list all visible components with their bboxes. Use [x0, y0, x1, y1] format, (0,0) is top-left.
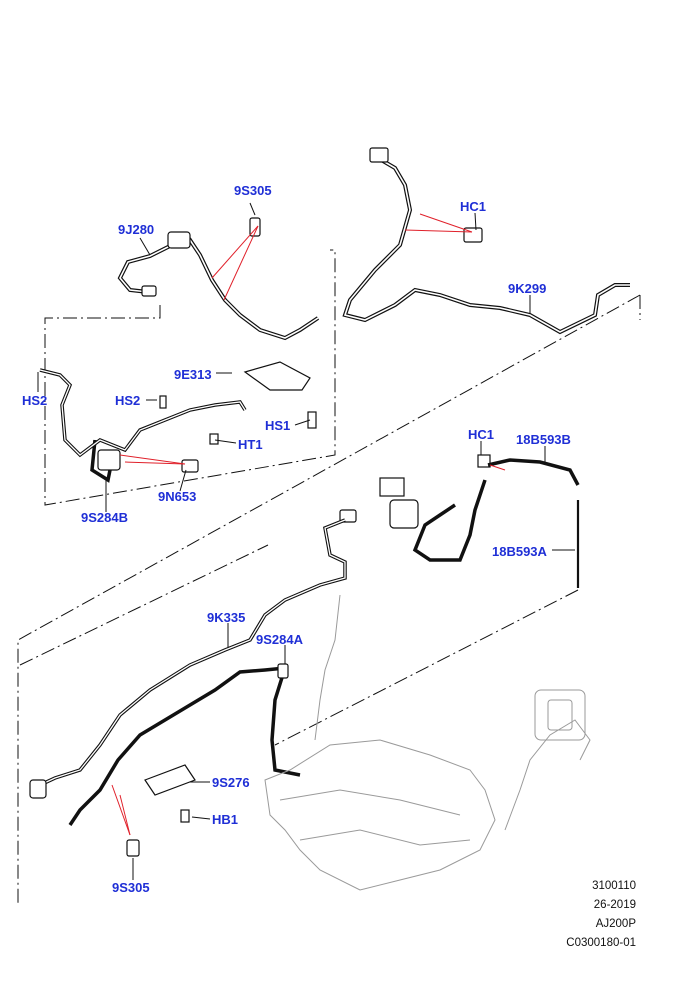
label-hb1: HB1 — [212, 812, 239, 827]
label-9s305-bottom: 9S305 — [112, 880, 150, 895]
label-9s305-top: 9S305 — [234, 183, 272, 198]
label-18b593b: 18B593B — [516, 432, 571, 447]
hose-9k335-inner — [39, 519, 346, 786]
connector-9j280 — [141, 217, 261, 297]
label-9s284a: 9S284A — [256, 632, 303, 647]
hose-9k299-inner — [343, 157, 630, 333]
label-9n653: 9N653 — [158, 489, 197, 504]
drawing-code: C0300180-01 — [566, 937, 636, 949]
hose-left-assembly — [39, 368, 247, 483]
label-hs2-mid: HS2 — [115, 393, 141, 408]
connector-9k299 — [369, 147, 483, 243]
drawing-number: 3100110 — [592, 880, 636, 892]
filter-assembly — [339, 454, 491, 529]
hose-left-assembly-inner — [39, 369, 246, 456]
label-9s276: 9S276 — [212, 775, 250, 790]
clips-lower — [29, 663, 289, 857]
hose-9k299 — [342, 156, 630, 335]
label-hc1-right: HC1 — [468, 427, 495, 442]
hose-9j280-inner — [119, 239, 319, 339]
label-18b593a: 18B593A — [492, 544, 547, 559]
label-9e313: 9E313 — [174, 367, 212, 382]
leader-lines-red — [111, 213, 506, 836]
drawing-reference: 3100110 26-2019 AJ200P C0300180-01 — [566, 877, 636, 953]
label-9j280: 9J280 — [118, 222, 155, 237]
fuel-tank-ghost — [264, 594, 591, 891]
label-ht1: HT1 — [238, 437, 263, 452]
hose-18b593 — [412, 458, 580, 562]
label-9k335: 9K335 — [207, 610, 246, 625]
drawing-model: AJ200P — [595, 918, 636, 930]
label-hs2-left: HS2 — [22, 393, 48, 408]
label-hc1-top: HC1 — [460, 199, 487, 214]
leader-lines-black — [37, 202, 575, 880]
drawing-date: 26-2019 — [593, 899, 636, 911]
label-hs1: HS1 — [265, 418, 291, 433]
section-boxes — [17, 249, 641, 905]
bracket-9e313 — [97, 361, 317, 473]
label-9k299: 9K299 — [508, 281, 547, 296]
label-9s284b: 9S284B — [81, 510, 128, 525]
